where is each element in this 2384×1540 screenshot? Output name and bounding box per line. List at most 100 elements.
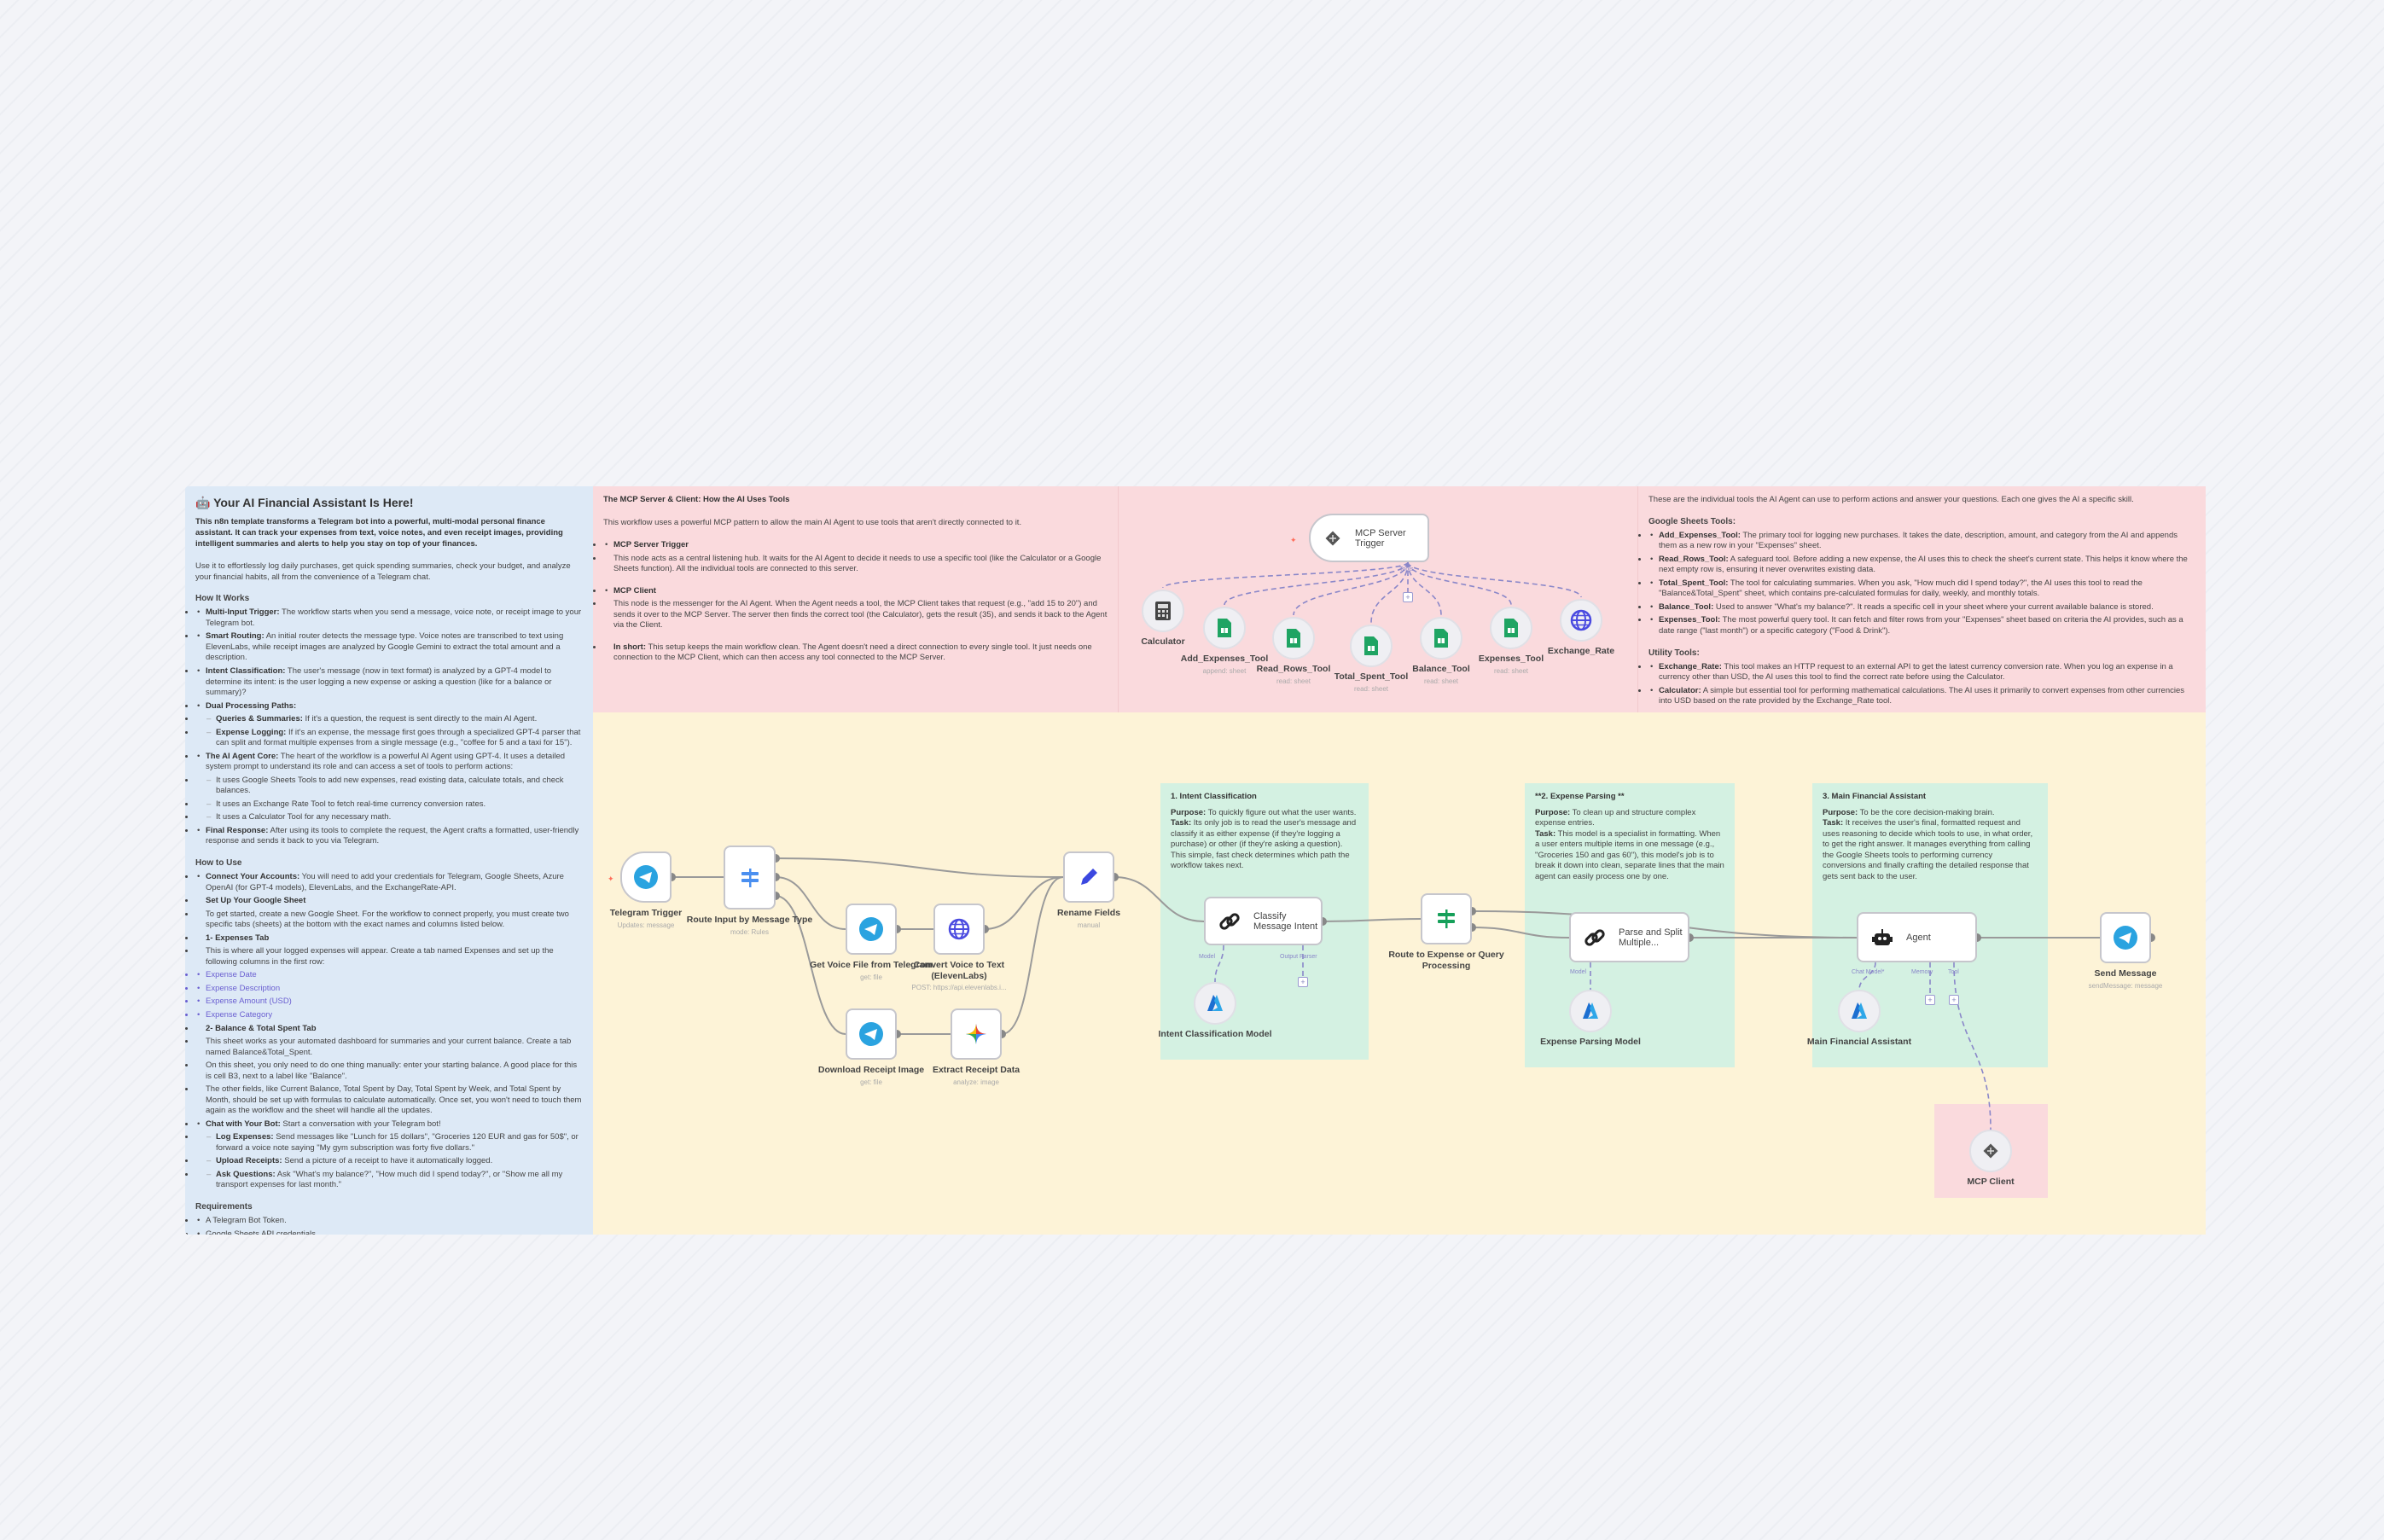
add-subnode-button[interactable]: + [1949, 995, 1959, 1005]
connection[interactable] [1114, 876, 1205, 922]
item-label: Add_Expenses_Tool: [1659, 530, 1741, 540]
list-item: Final Response: After using its tools to… [195, 826, 583, 847]
purpose-label: Purpose: [1823, 807, 1858, 817]
connection[interactable] [775, 857, 1064, 878]
item-label: Final Response: [206, 825, 269, 835]
node-telegram-trigger[interactable] [620, 851, 672, 903]
item-label: The AI Agent Core: [206, 751, 279, 761]
subnode-main-financial-assistant[interactable] [1838, 990, 1881, 1032]
connection[interactable] [1001, 876, 1064, 1035]
node-download-receipt-image[interactable] [846, 1008, 897, 1060]
node-label: Send Message sendMessage: message [2057, 968, 2194, 990]
node-route-to-expense-or-query-processing[interactable] [1421, 893, 1472, 944]
list-item: Google Sheets API credentials. [195, 1229, 583, 1235]
telegram-icon [2113, 925, 2138, 950]
list-item: Exchange_Rate: This tool makes an HTTP r… [1648, 662, 2195, 683]
connection[interactable] [775, 895, 846, 1035]
subnode-subtitle: read: sheet [1353, 684, 1389, 693]
node-parse-and-split-multiple[interactable]: Parse and Split Multiple... [1569, 912, 1689, 962]
add-subnode-button[interactable]: + [1925, 995, 1935, 1005]
port-label-model: Model [1199, 954, 1216, 960]
subnode-title: Intent Classification Model [1158, 1029, 1272, 1039]
subnode-calculator[interactable] [1142, 590, 1184, 632]
node-title: Rename Fields [1056, 908, 1121, 918]
connection[interactable] [984, 876, 1064, 930]
ai-connection[interactable] [1162, 561, 1409, 589]
list-item: Add_Expenses_Tool: The primary tool for … [1648, 531, 2195, 552]
subnode-mcp-client[interactable] [1969, 1130, 2012, 1172]
node-title: Route to Expense or Query Processing [1388, 950, 1504, 971]
node-route-input-by-message-type[interactable] [724, 846, 776, 909]
list-item: On this sheet, you only need to do one t… [195, 1061, 583, 1082]
paragraph: Use it to effortlessly log daily purchas… [195, 561, 571, 582]
subnode-exchange-rate[interactable] [1560, 599, 1602, 642]
subnode-add-expenses-tool[interactable] [1203, 607, 1246, 649]
subnode-total-spent-tool[interactable] [1350, 625, 1393, 667]
item-text: Used to answer "What's my balance?". It … [1713, 601, 2154, 612]
purpose-text: To be the core decision-making brain. [1858, 807, 1995, 817]
node-mcp-server-trigger[interactable]: MCP Server Trigger [1309, 514, 1429, 562]
node-subtitle: analyze: image [953, 1078, 999, 1086]
list-item: Dual Processing Paths: [195, 701, 583, 712]
ai-connection[interactable] [1224, 561, 1409, 606]
node-classify-message-intent[interactable]: Classify Message Intent [1204, 897, 1323, 945]
task-label: Task: [1171, 818, 1192, 828]
subnode-expense-parsing-model[interactable] [1569, 990, 1612, 1032]
item-text: A safeguard tool. Before adding a new ex… [1659, 554, 2188, 575]
list-item: This sheet works as your automated dashb… [195, 1037, 583, 1058]
item-label: MCP Server Trigger [613, 540, 689, 550]
ai-connection[interactable] [1407, 561, 1582, 598]
subnode-read-rows-tool[interactable] [1272, 617, 1315, 660]
subnode-title: Balance_Tool [1412, 664, 1470, 674]
ai-connection[interactable] [1370, 561, 1409, 624]
ai-connection[interactable] [1858, 962, 1876, 991]
subnode-expenses-tool[interactable] [1490, 607, 1532, 649]
connection[interactable] [1322, 918, 1422, 922]
node-agent[interactable]: Agent [1857, 912, 1977, 962]
node-rename-fields[interactable] [1063, 851, 1114, 903]
node-label: Extract Receipt Data analyze: image [908, 1065, 1044, 1086]
chain-icon [1583, 926, 1607, 950]
connection[interactable] [775, 876, 846, 930]
node-convert-voice-to-text-elevenlabs[interactable] [933, 904, 985, 955]
node-title: Route Input by Message Type [686, 915, 813, 925]
ai-connection[interactable] [1407, 561, 1512, 606]
list-item: Calculator: A simple but essential tool … [1648, 686, 2195, 707]
ai-connection[interactable] [1293, 561, 1409, 616]
ai-connection[interactable] [1214, 944, 1224, 983]
telegram-icon [633, 864, 659, 890]
item-label: Calculator: [1659, 685, 1701, 695]
node-extract-receipt-data[interactable] [951, 1008, 1002, 1060]
list-item: Expenses_Tool: The most powerful query t… [1648, 615, 2195, 636]
connection[interactable] [1471, 927, 1570, 939]
subnode-subtitle: read: sheet [1276, 677, 1311, 685]
task-text: It receives the user's final, formatted … [1823, 818, 2033, 881]
pencil-icon [1076, 864, 1102, 890]
ai-connection[interactable] [1953, 962, 1992, 1130]
node-get-voice-file-from-telegram[interactable] [846, 904, 897, 955]
add-subnode-button[interactable]: + [1403, 592, 1413, 602]
subnode-title: Exchange_Rate [1547, 646, 1615, 656]
node-title: Extract Receipt Data [932, 1065, 1020, 1075]
item-label: Expense Logging: [216, 727, 287, 737]
item-text: You will need to add your credentials fo… [206, 872, 564, 892]
item-label: Connect Your Accounts: [206, 872, 300, 882]
item-text: A Telegram Bot Token. [206, 1216, 287, 1226]
node-title: Send Message [2094, 968, 2157, 979]
subnode-title: Main Financial Assistant [1806, 1037, 1912, 1047]
item-text: To get started, create a new Google Shee… [206, 909, 569, 930]
item-text: Google Sheets API credentials. [206, 1229, 318, 1235]
list-item: It uses an Exchange Rate Tool to fetch r… [195, 799, 583, 811]
node-send-message[interactable] [2100, 912, 2151, 963]
subnode-balance-tool[interactable] [1420, 617, 1462, 660]
item-label: Smart Routing: [206, 631, 265, 642]
sticky-note-overview: 🤖 Your AI Financial Assistant Is Here!Th… [185, 486, 593, 1235]
item-label: Intent Classification: [206, 665, 286, 676]
sheets-icon [1433, 628, 1449, 648]
node-subtitle: sendMessage: message [2088, 981, 2163, 990]
add-subnode-button[interactable]: + [1298, 977, 1308, 987]
subnode-intent-classification-model[interactable] [1194, 982, 1236, 1025]
